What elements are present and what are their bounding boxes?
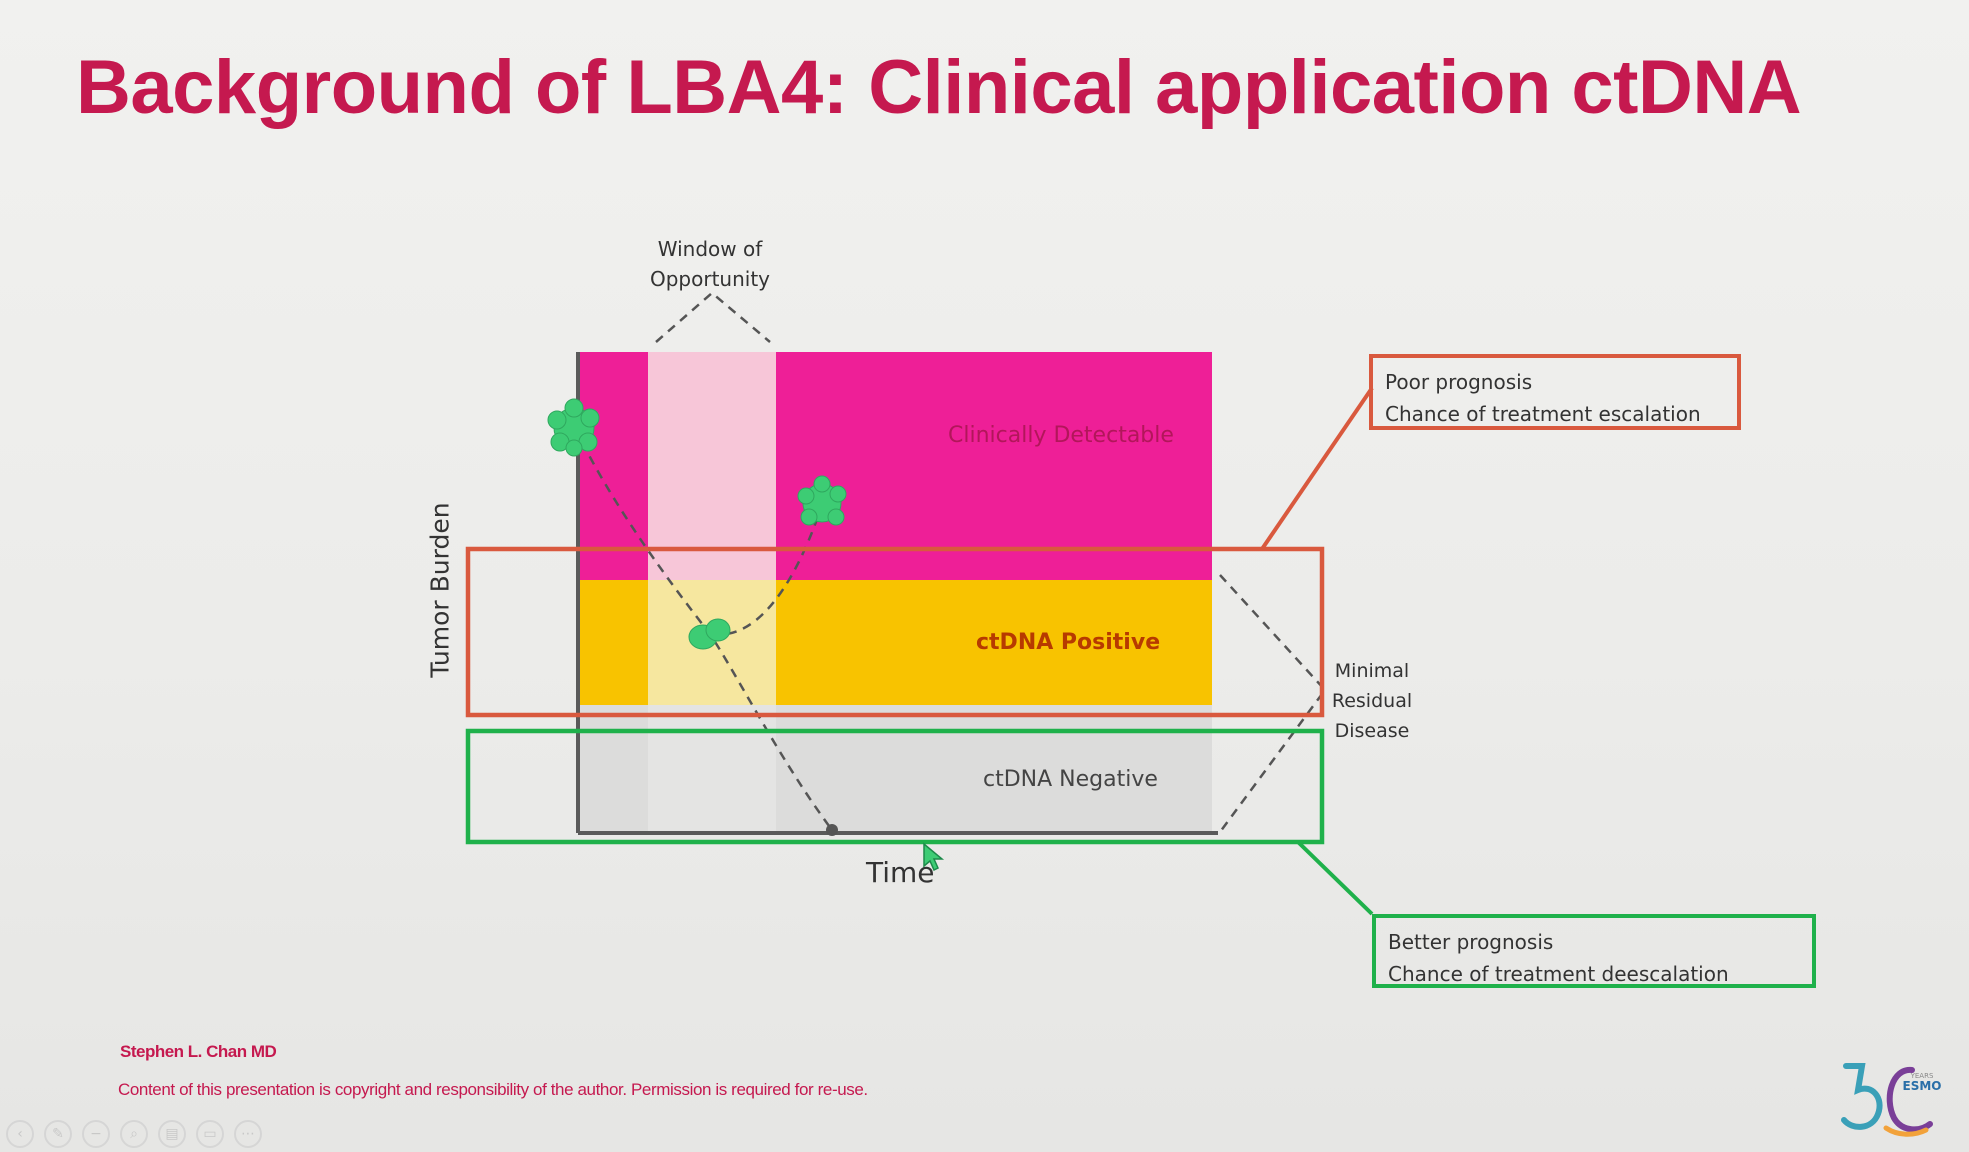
poor-prognosis-callout: Poor prognosis Chance of treatment escal…: [1369, 354, 1741, 430]
mrd-caret: [1218, 574, 1327, 833]
mrd-label-line2: Residual: [1331, 690, 1413, 712]
esmo-50-years-logo: YEARS ESMO: [1841, 1063, 1942, 1137]
author-credit: Stephen L. Chan MD: [120, 1042, 277, 1061]
window-label-line2: Opportunity: [649, 267, 771, 291]
curve-end-dot: [826, 824, 838, 836]
logo-brand-text: ESMO: [1903, 1079, 1942, 1093]
better-prognosis-callout: Better prognosis Chance of treatment dee…: [1372, 914, 1816, 988]
mouse-pointer-icon: [923, 842, 945, 872]
copyright-notice: Content of this presentation is copyrigh…: [118, 1080, 868, 1099]
slides-icon[interactable]: ▤: [158, 1120, 186, 1148]
tumor-cell-relapse-icon: [797, 475, 847, 526]
y-axis-label: Tumor Burden: [425, 502, 455, 678]
tumor-cell-large-icon: [547, 398, 600, 457]
subtitles-icon[interactable]: ▭: [196, 1120, 224, 1148]
window-of-opportunity-clinical: [648, 352, 776, 580]
zone-label-clinically-detectable: Clinically Detectable: [948, 423, 1174, 448]
mrd-label: Minimal Residual Disease: [1325, 656, 1419, 746]
zoom-out-icon[interactable]: −: [82, 1120, 110, 1148]
zone-label-ctdna-negative: ctDNA Negative: [983, 767, 1158, 792]
zoom-icon[interactable]: ⌕: [120, 1120, 148, 1148]
mrd-label-line1: Minimal: [1334, 660, 1410, 682]
poor-prognosis-line2: Chance of treatment escalation: [1385, 402, 1701, 426]
tumor-cell-small-icon: [688, 618, 731, 650]
previous-icon[interactable]: ‹: [6, 1120, 34, 1148]
more-icon[interactable]: ⋯: [234, 1120, 262, 1148]
x-axis-label: Time: [866, 856, 935, 889]
poor-connector: [1260, 386, 1374, 551]
window-of-opportunity-negative: [648, 705, 776, 833]
better-prognosis-line2: Chance of treatment deescalation: [1388, 962, 1729, 986]
better-connector: [1296, 840, 1374, 916]
window-label-line1: Window of: [657, 237, 763, 261]
poor-prognosis-line1: Poor prognosis: [1385, 370, 1533, 394]
window-caret: [655, 291, 771, 343]
slide-title: Background of LBA4: Clinical application…: [76, 45, 1802, 130]
better-prognosis-line1: Better prognosis: [1388, 930, 1554, 954]
window-of-opportunity-label: Window of Opportunity: [630, 234, 790, 294]
zone-label-ctdna-positive: ctDNA Positive: [976, 630, 1161, 655]
logo-years-text: YEARS: [1910, 1072, 1934, 1080]
pen-icon[interactable]: ✎: [44, 1120, 72, 1148]
poor-prognosis-highlight: [465, 546, 1325, 718]
relapse-curve: [711, 504, 824, 636]
presentation-toolbar: ‹ ✎ − ⌕ ▤ ▭ ⋯: [6, 1120, 262, 1148]
mrd-label-line3: Disease: [1334, 720, 1410, 742]
better-prognosis-highlight: [465, 728, 1325, 845]
